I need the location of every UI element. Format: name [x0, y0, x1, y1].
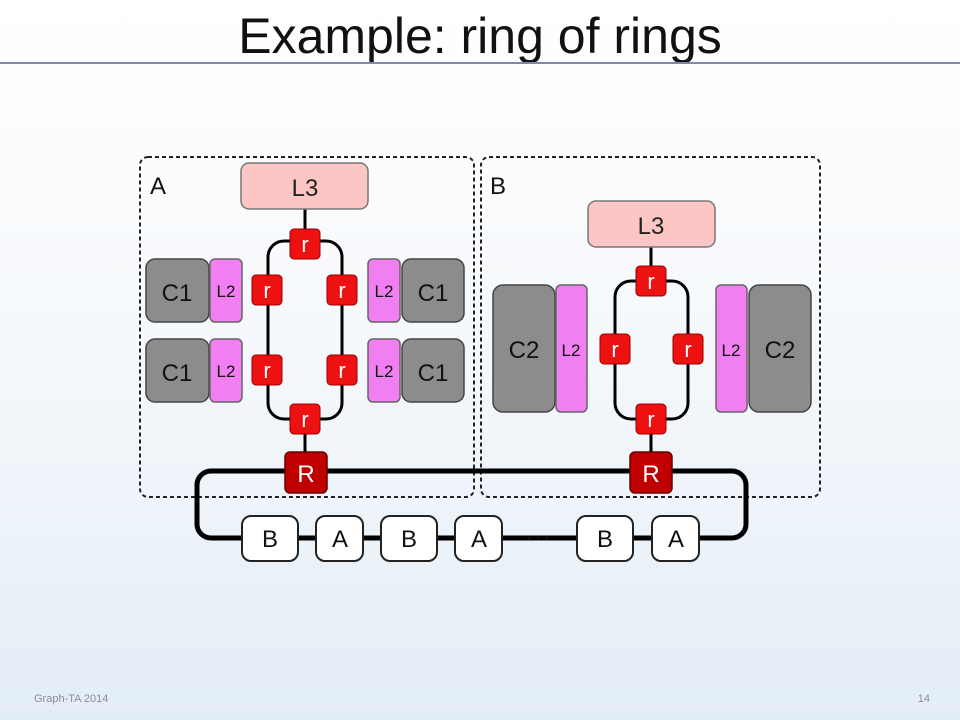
- page-number: 14: [917, 693, 930, 705]
- router-a-lower-left: r: [251, 354, 283, 386]
- router-label: r: [647, 407, 654, 432]
- ring-node-label: A: [332, 526, 348, 553]
- c2-label: C2: [509, 337, 540, 364]
- panel-a-frame: [139, 156, 475, 498]
- router-label: r: [263, 358, 270, 383]
- router-label: r: [611, 337, 618, 362]
- l3-node-a: L3: [240, 162, 369, 210]
- router-label: r: [301, 232, 308, 257]
- router-a-top: r: [289, 228, 321, 260]
- core-router-label: R: [297, 461, 314, 488]
- l2-switch-b-left: L2: [555, 284, 588, 413]
- ring-node-label: B: [597, 526, 613, 553]
- l2-label: L2: [217, 282, 236, 301]
- c1-cluster-top-left: C1: [145, 258, 210, 323]
- router-b-right: r: [672, 333, 704, 365]
- c2-cluster-right: C2: [748, 284, 812, 413]
- l2-label: L2: [722, 341, 741, 360]
- router-label: r: [647, 269, 654, 294]
- ring-node-label: A: [668, 526, 684, 553]
- footer-conference: Graph-TA 2014: [34, 693, 109, 705]
- ring-node-5: B: [576, 515, 634, 562]
- router-a-bottom: r: [289, 403, 321, 435]
- l2-switch-a-top-right: L2: [367, 258, 401, 323]
- ring-node-3: B: [380, 515, 438, 562]
- l2-label: L2: [217, 362, 236, 381]
- core-router-b: R: [629, 451, 673, 494]
- router-a-lower-right: r: [326, 354, 358, 386]
- router-label: r: [684, 337, 691, 362]
- panel-b-label: B: [490, 173, 506, 200]
- c1-label: C1: [418, 360, 449, 387]
- ring-node-6: A: [651, 515, 700, 562]
- panel-a-inner-ring: [266, 239, 344, 421]
- ring-node-label: A: [471, 526, 487, 553]
- ring-node-4: A: [454, 515, 503, 562]
- ring-node-2: A: [315, 515, 364, 562]
- ring-node-1: B: [241, 515, 299, 562]
- router-a-upper-left: r: [251, 274, 283, 306]
- router-b-left: r: [599, 333, 631, 365]
- l2-label: L2: [375, 362, 394, 381]
- l2-switch-a-bottom-right: L2: [367, 338, 401, 403]
- c1-cluster-bottom-right: C1: [401, 338, 465, 403]
- c2-label: C2: [765, 337, 796, 364]
- ring-node-label: B: [401, 526, 417, 553]
- c2-cluster-left: C2: [492, 284, 556, 413]
- c1-cluster-top-right: C1: [401, 258, 465, 323]
- panel-a-label: A: [150, 173, 166, 200]
- c1-label: C1: [162, 360, 193, 387]
- slide-title: Example: ring of rings: [238, 8, 722, 64]
- router-a-upper-right: r: [326, 274, 358, 306]
- ring-node-label: B: [262, 526, 278, 553]
- l3-label: L3: [292, 175, 319, 202]
- core-router-a: R: [284, 451, 328, 494]
- l2-switch-a-top-left: L2: [209, 258, 243, 323]
- l2-switch-b-right: L2: [715, 284, 748, 413]
- l3-label: L3: [638, 213, 665, 240]
- l3-node-b: L3: [587, 200, 716, 248]
- c1-label: C1: [162, 280, 193, 307]
- l2-label: L2: [562, 341, 581, 360]
- title-divider: [0, 62, 960, 64]
- c1-label: C1: [418, 280, 449, 307]
- router-b-top: r: [635, 265, 667, 297]
- panel-b-frame: [480, 156, 821, 498]
- router-b-bottom: r: [635, 403, 667, 435]
- ellipsis: ···: [525, 521, 551, 551]
- router-label: r: [263, 278, 270, 303]
- router-label: r: [301, 407, 308, 432]
- c1-cluster-bottom-left: C1: [145, 338, 210, 403]
- core-router-label: R: [642, 461, 659, 488]
- router-label: r: [338, 358, 345, 383]
- l2-label: L2: [375, 282, 394, 301]
- router-label: r: [338, 278, 345, 303]
- l2-switch-a-bottom-left: L2: [209, 338, 243, 403]
